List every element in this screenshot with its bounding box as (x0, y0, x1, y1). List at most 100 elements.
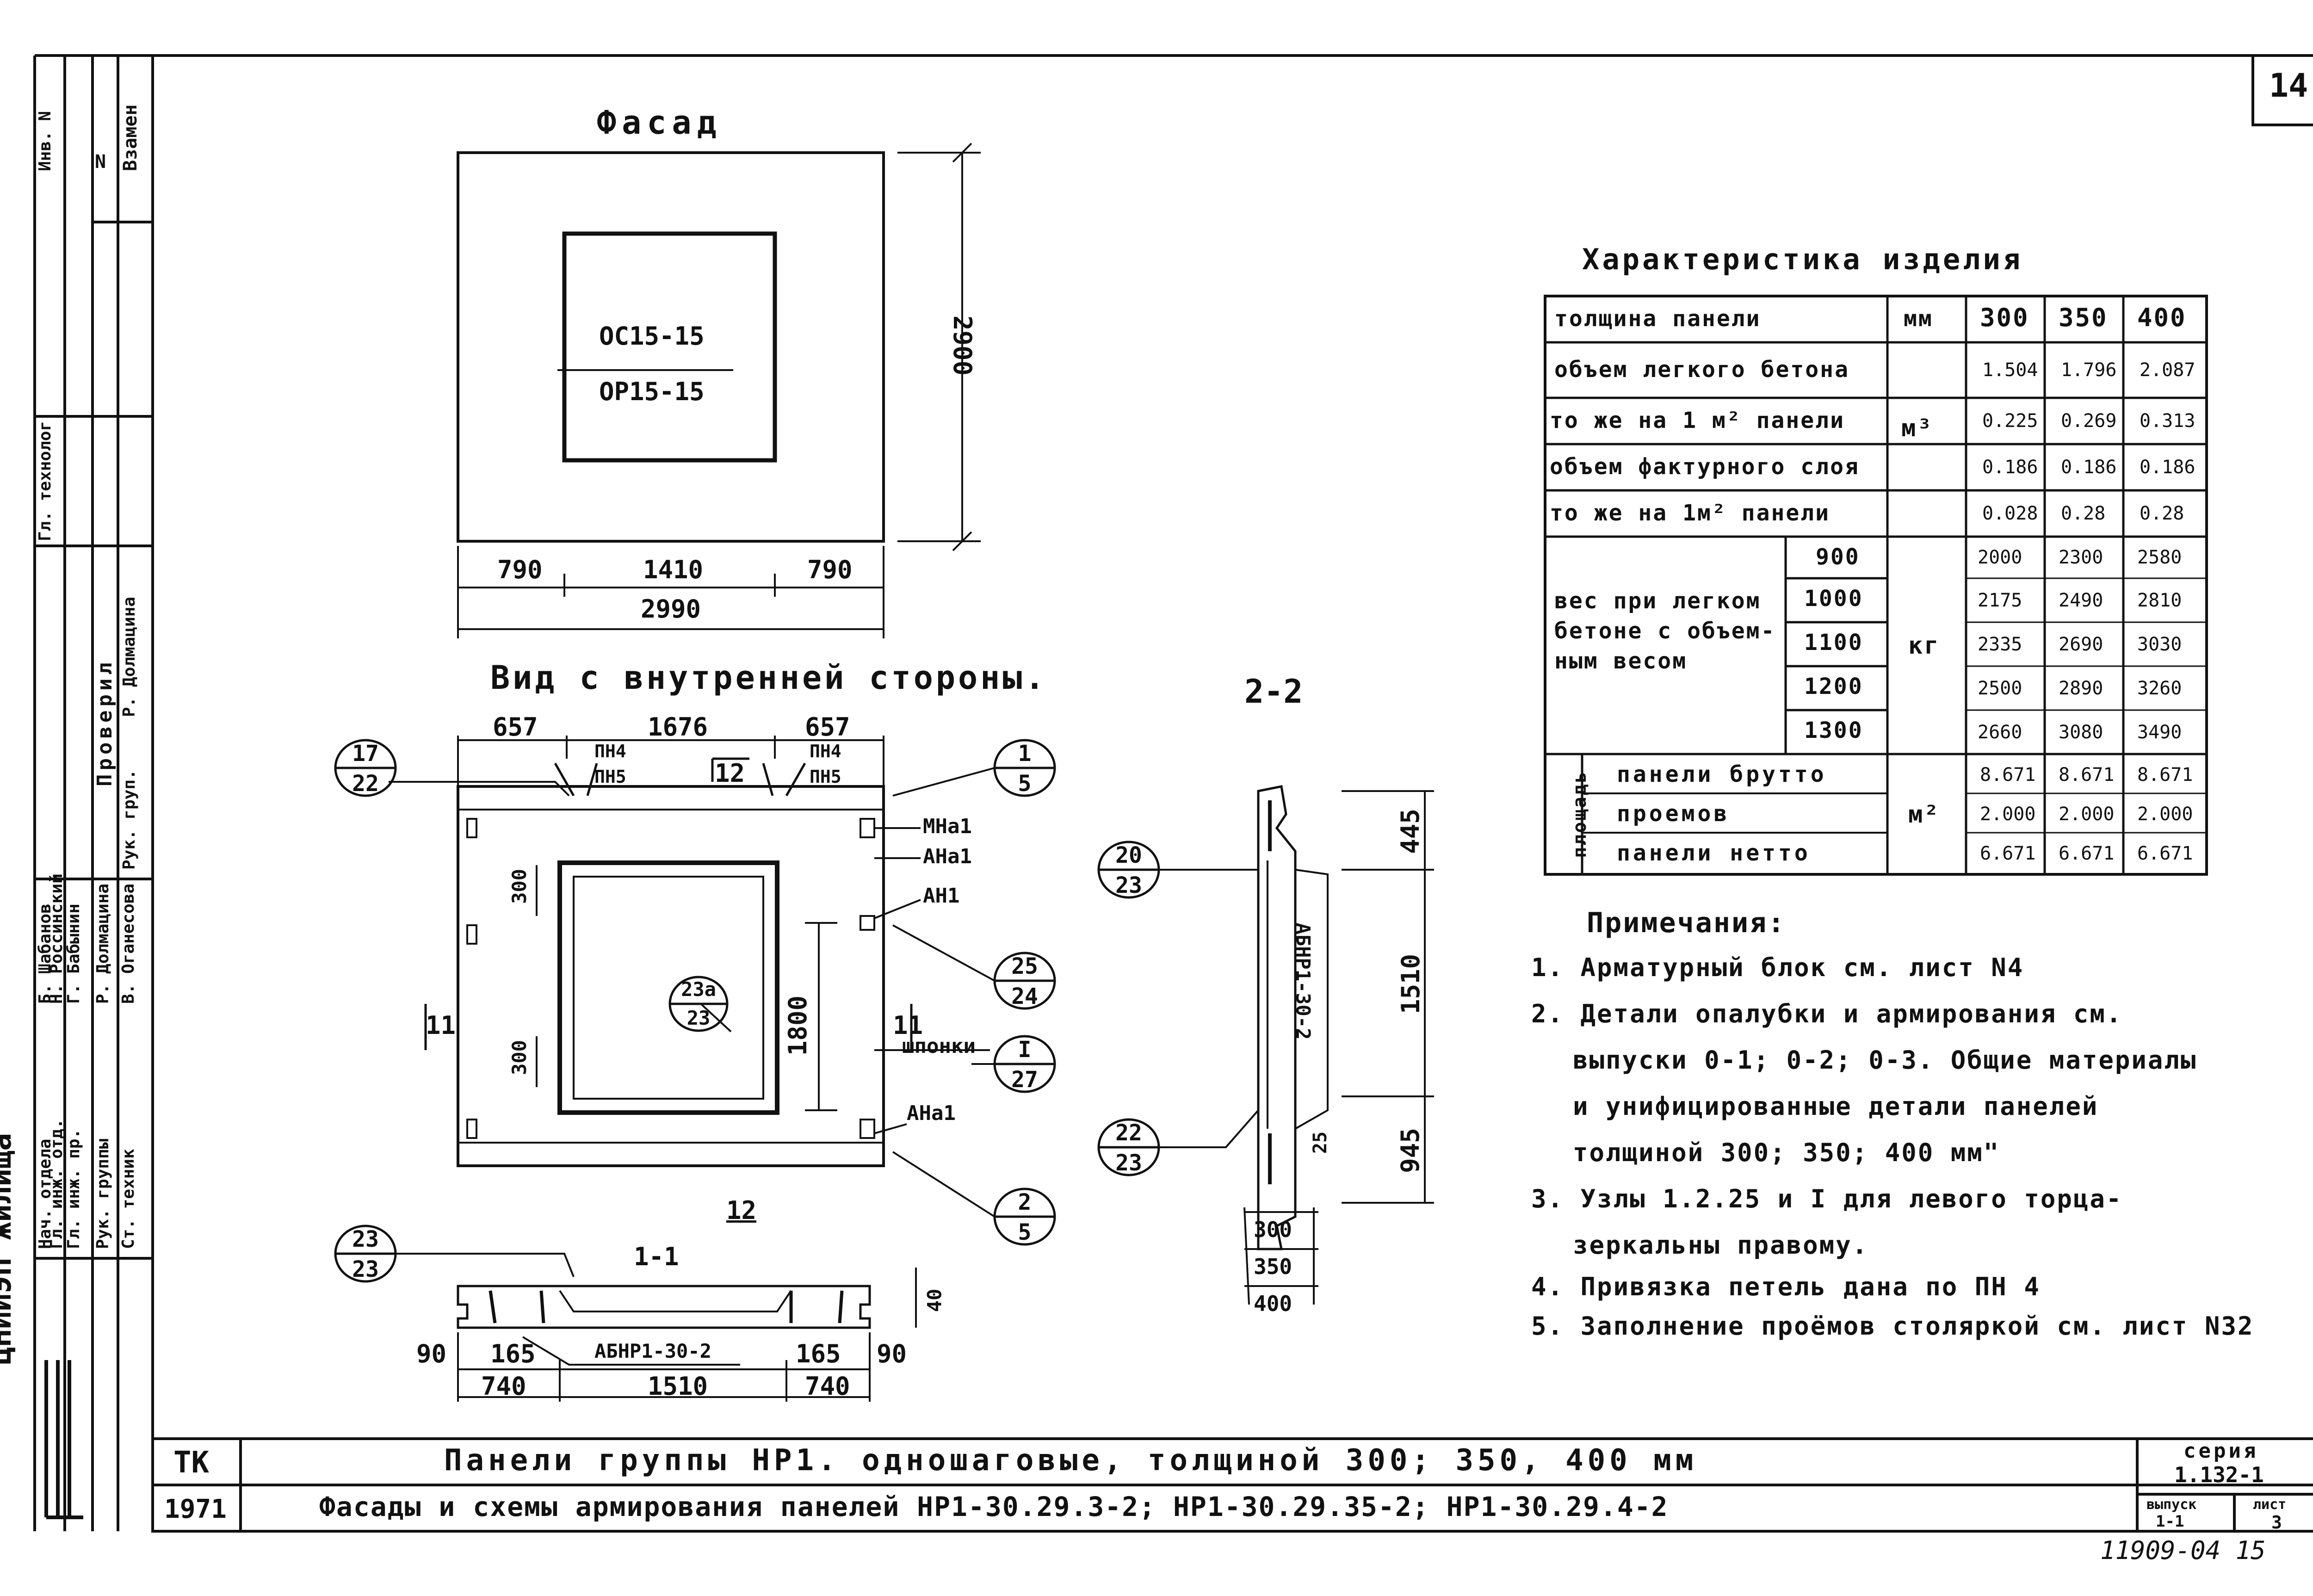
facade-title: Фасад (597, 104, 722, 142)
bottom-note: 11909-04 15 (2100, 1536, 2266, 1565)
s22-thickness-300: 300 (1254, 1217, 1293, 1242)
window-label-top: ОС15-15 (599, 322, 705, 351)
tbl-a3-400: 6.671 (2137, 843, 2193, 864)
tbl-density-1000: 1000 (1804, 586, 1863, 612)
s22-thickness-350: 350 (1254, 1254, 1293, 1279)
section-mark-top: 12 (715, 759, 745, 788)
callout-23a-bottom: 23 (686, 1007, 711, 1029)
facade-window (562, 231, 777, 463)
callout-I-bottom: 27 (1011, 1067, 1038, 1093)
stamp-name-3: Г. Бабынин (64, 903, 83, 1004)
stamp-check-label: Проверил (93, 659, 117, 786)
callout-I-top: I (1018, 1037, 1032, 1063)
stamp-tech-label: Гл. технолог (36, 421, 55, 541)
tbl-weight-label-3: ным весом (1554, 648, 1688, 674)
callout-circles (334, 739, 1160, 1283)
note-line-8: 4. Привязка петель дана по ПН 4 (1531, 1272, 2041, 1301)
tbl-w4-300: 2500 (1978, 678, 2022, 699)
inner-dim-right: 657 (805, 712, 850, 742)
tbl-a1-300: 8.671 (1980, 764, 2036, 786)
char-table (1544, 295, 2208, 876)
callout-20-top: 20 (1115, 842, 1142, 868)
tbl-area-net: панели нетто (1617, 840, 1811, 866)
org-logo (44, 1360, 83, 1519)
note-line-6: 3. Узлы 1.2.25 и I для левого торца- (1531, 1184, 2123, 1213)
tbl-a3-300: 6.671 (1980, 843, 2036, 864)
sheet-label: лист (2253, 1497, 2287, 1513)
stamp-role-5: Ст. техник (119, 1149, 138, 1249)
tbl-v1-350: 1.796 (2061, 359, 2117, 381)
title-line-1: Панели группы НР1. одношаговые, толщиной… (444, 1443, 1698, 1478)
callout-23a-top: 23а (681, 978, 716, 1001)
stamp-logo-text: ЦНИИЭП жилища (0, 1133, 18, 1365)
stamp-name-4: Р. Долмацина (93, 883, 112, 1004)
tbl-w5-400: 3490 (2137, 722, 2182, 743)
tbl-row-volume-2: то же на 1 м² панели (1550, 408, 1845, 433)
callout-22-bottom: 23 (1115, 1150, 1142, 1176)
label-ana1-bottom: АНа1 (907, 1101, 956, 1125)
s11-dim-740-left: 740 (481, 1372, 526, 1401)
facade-dim-left: 790 (497, 555, 543, 584)
inner-panel (457, 785, 885, 1167)
issue-label: выпуск (2146, 1497, 2197, 1513)
note-line-1: 1. Арматурный блок см. лист N4 (1531, 953, 2024, 982)
facade-dim-right: 790 (807, 555, 853, 584)
tbl-unit-volume: м³ (1901, 414, 1933, 442)
section-mark-right: 11 (893, 1011, 923, 1040)
tbl-w2-400: 2810 (2137, 590, 2182, 611)
tbl-header-300: 300 (1980, 303, 2029, 332)
section-11-title: 1-1 (634, 1242, 679, 1271)
tbl-row-volume-1: объем легкого бетона (1554, 357, 1849, 383)
tbl-v1-400: 2.087 (2140, 359, 2195, 381)
stamp-replace-label: Взамен (120, 104, 141, 172)
section-mark-bottom: 12 (726, 1196, 757, 1225)
tbl-a1-400: 8.671 (2137, 764, 2193, 786)
callout-2-bottom: 5 (1018, 1219, 1032, 1245)
label-ana1-top: АНа1 (923, 845, 972, 868)
callout-25-bottom: 24 (1011, 984, 1038, 1009)
tbl-v2-350: 0.269 (2061, 410, 2117, 432)
s22-thickness-400: 400 (1254, 1291, 1293, 1316)
note-line-2: 2. Детали опалубки и армирования см. (1531, 999, 2123, 1028)
tbl-v3-300: 0.186 (1982, 457, 2038, 478)
tbl-row-volume-4: то же на 1м² панели (1550, 500, 1831, 526)
stamp-name-2: Н. Россинский (47, 873, 66, 1004)
tbl-w1-400: 2580 (2137, 547, 2182, 568)
series-label: серия (2183, 1439, 2259, 1463)
tbl-area-openings: проемов (1617, 801, 1730, 827)
s11-dim-90-right: 90 (877, 1339, 907, 1368)
label-shponki: шпонки (902, 1034, 976, 1058)
section-22-profile (1257, 785, 1297, 1250)
s22-dim-25: 25 (1310, 1131, 1331, 1154)
tbl-w4-350: 2890 (2059, 678, 2103, 699)
callout-17-top: 17 (352, 741, 379, 767)
tbl-header-400: 400 (2137, 303, 2187, 332)
tbl-w5-300: 2660 (1978, 722, 2022, 743)
facade-dim-total: 2990 (641, 594, 701, 624)
tbl-w3-400: 3030 (2137, 634, 2182, 655)
inner-dim-left: 657 (493, 712, 538, 742)
callout-20-bottom: 23 (1115, 872, 1142, 898)
label-an1: АН1 (923, 884, 960, 908)
dim-1800: 1800 (783, 995, 813, 1056)
title-year: 1971 (164, 1494, 227, 1524)
tbl-w2-300: 2175 (1978, 590, 2022, 611)
tbl-density-1100: 1100 (1804, 630, 1863, 656)
stamp-inv-label: Инв. N (36, 111, 55, 171)
tbl-w2-350: 2490 (2059, 590, 2103, 611)
tbl-a2-350: 2.000 (2059, 804, 2115, 825)
stamp-role-4: Рук. группы (93, 1138, 112, 1249)
sheet-number: 14 (2269, 67, 2308, 105)
section-11-profile (457, 1285, 871, 1329)
s11-dim-740-right: 740 (805, 1372, 850, 1401)
tbl-v2-400: 0.313 (2140, 410, 2195, 432)
tbl-header-350: 350 (2059, 303, 2108, 332)
tbl-v3-400: 0.186 (2140, 457, 2195, 478)
pn-right-bottom: ПН5 (810, 767, 841, 787)
tbl-v1-300: 1.504 (1982, 359, 2038, 381)
pn-right-top: ПН4 (810, 741, 841, 761)
tbl-w3-300: 2335 (1978, 634, 2022, 655)
tbl-a2-400: 2.000 (2137, 804, 2193, 825)
section-mark-left: 11 (426, 1011, 456, 1040)
